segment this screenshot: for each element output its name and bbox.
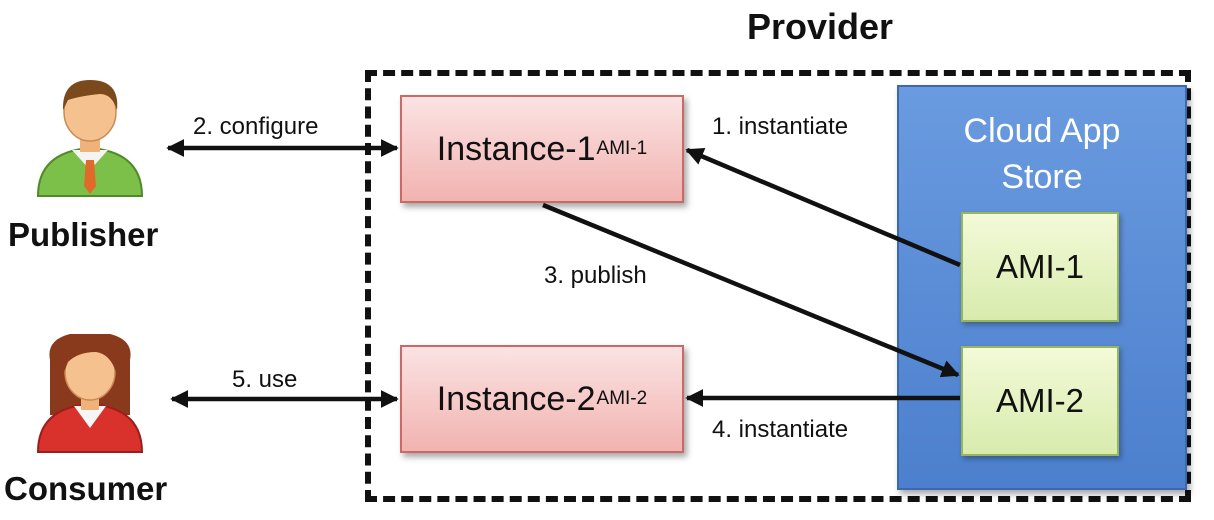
publisher-icon bbox=[36, 80, 144, 197]
instantiate-1-label: 1. instantiate bbox=[712, 113, 849, 140]
ami-2-node: AMI-2 bbox=[961, 346, 1119, 456]
instance-2-subscript: AMI-2 bbox=[596, 388, 648, 409]
instantiate-1-arrow bbox=[685, 147, 961, 268]
publisher-label: Publisher bbox=[8, 216, 159, 253]
provider-boundary bbox=[365, 70, 1191, 502]
consumer-label: Consumer bbox=[4, 470, 168, 507]
consumer-icon bbox=[36, 334, 144, 453]
instance-2-label: Instance-2 bbox=[436, 379, 596, 418]
instance-1-label: Instance-1 bbox=[436, 129, 596, 168]
use-label: 5. use bbox=[232, 366, 298, 393]
publish-label: 3. publish bbox=[544, 262, 647, 289]
cloud-app-store-title: Cloud App Store bbox=[963, 112, 1121, 196]
instantiate-4-label: 4. instantiate bbox=[712, 416, 849, 443]
configure-label: 2. configure bbox=[193, 113, 319, 140]
provider-title: Provider bbox=[746, 6, 894, 47]
publish-arrow bbox=[542, 202, 960, 378]
instance-1-subscript: AMI-1 bbox=[596, 138, 648, 159]
ami-1-node: AMI-1 bbox=[961, 212, 1119, 322]
